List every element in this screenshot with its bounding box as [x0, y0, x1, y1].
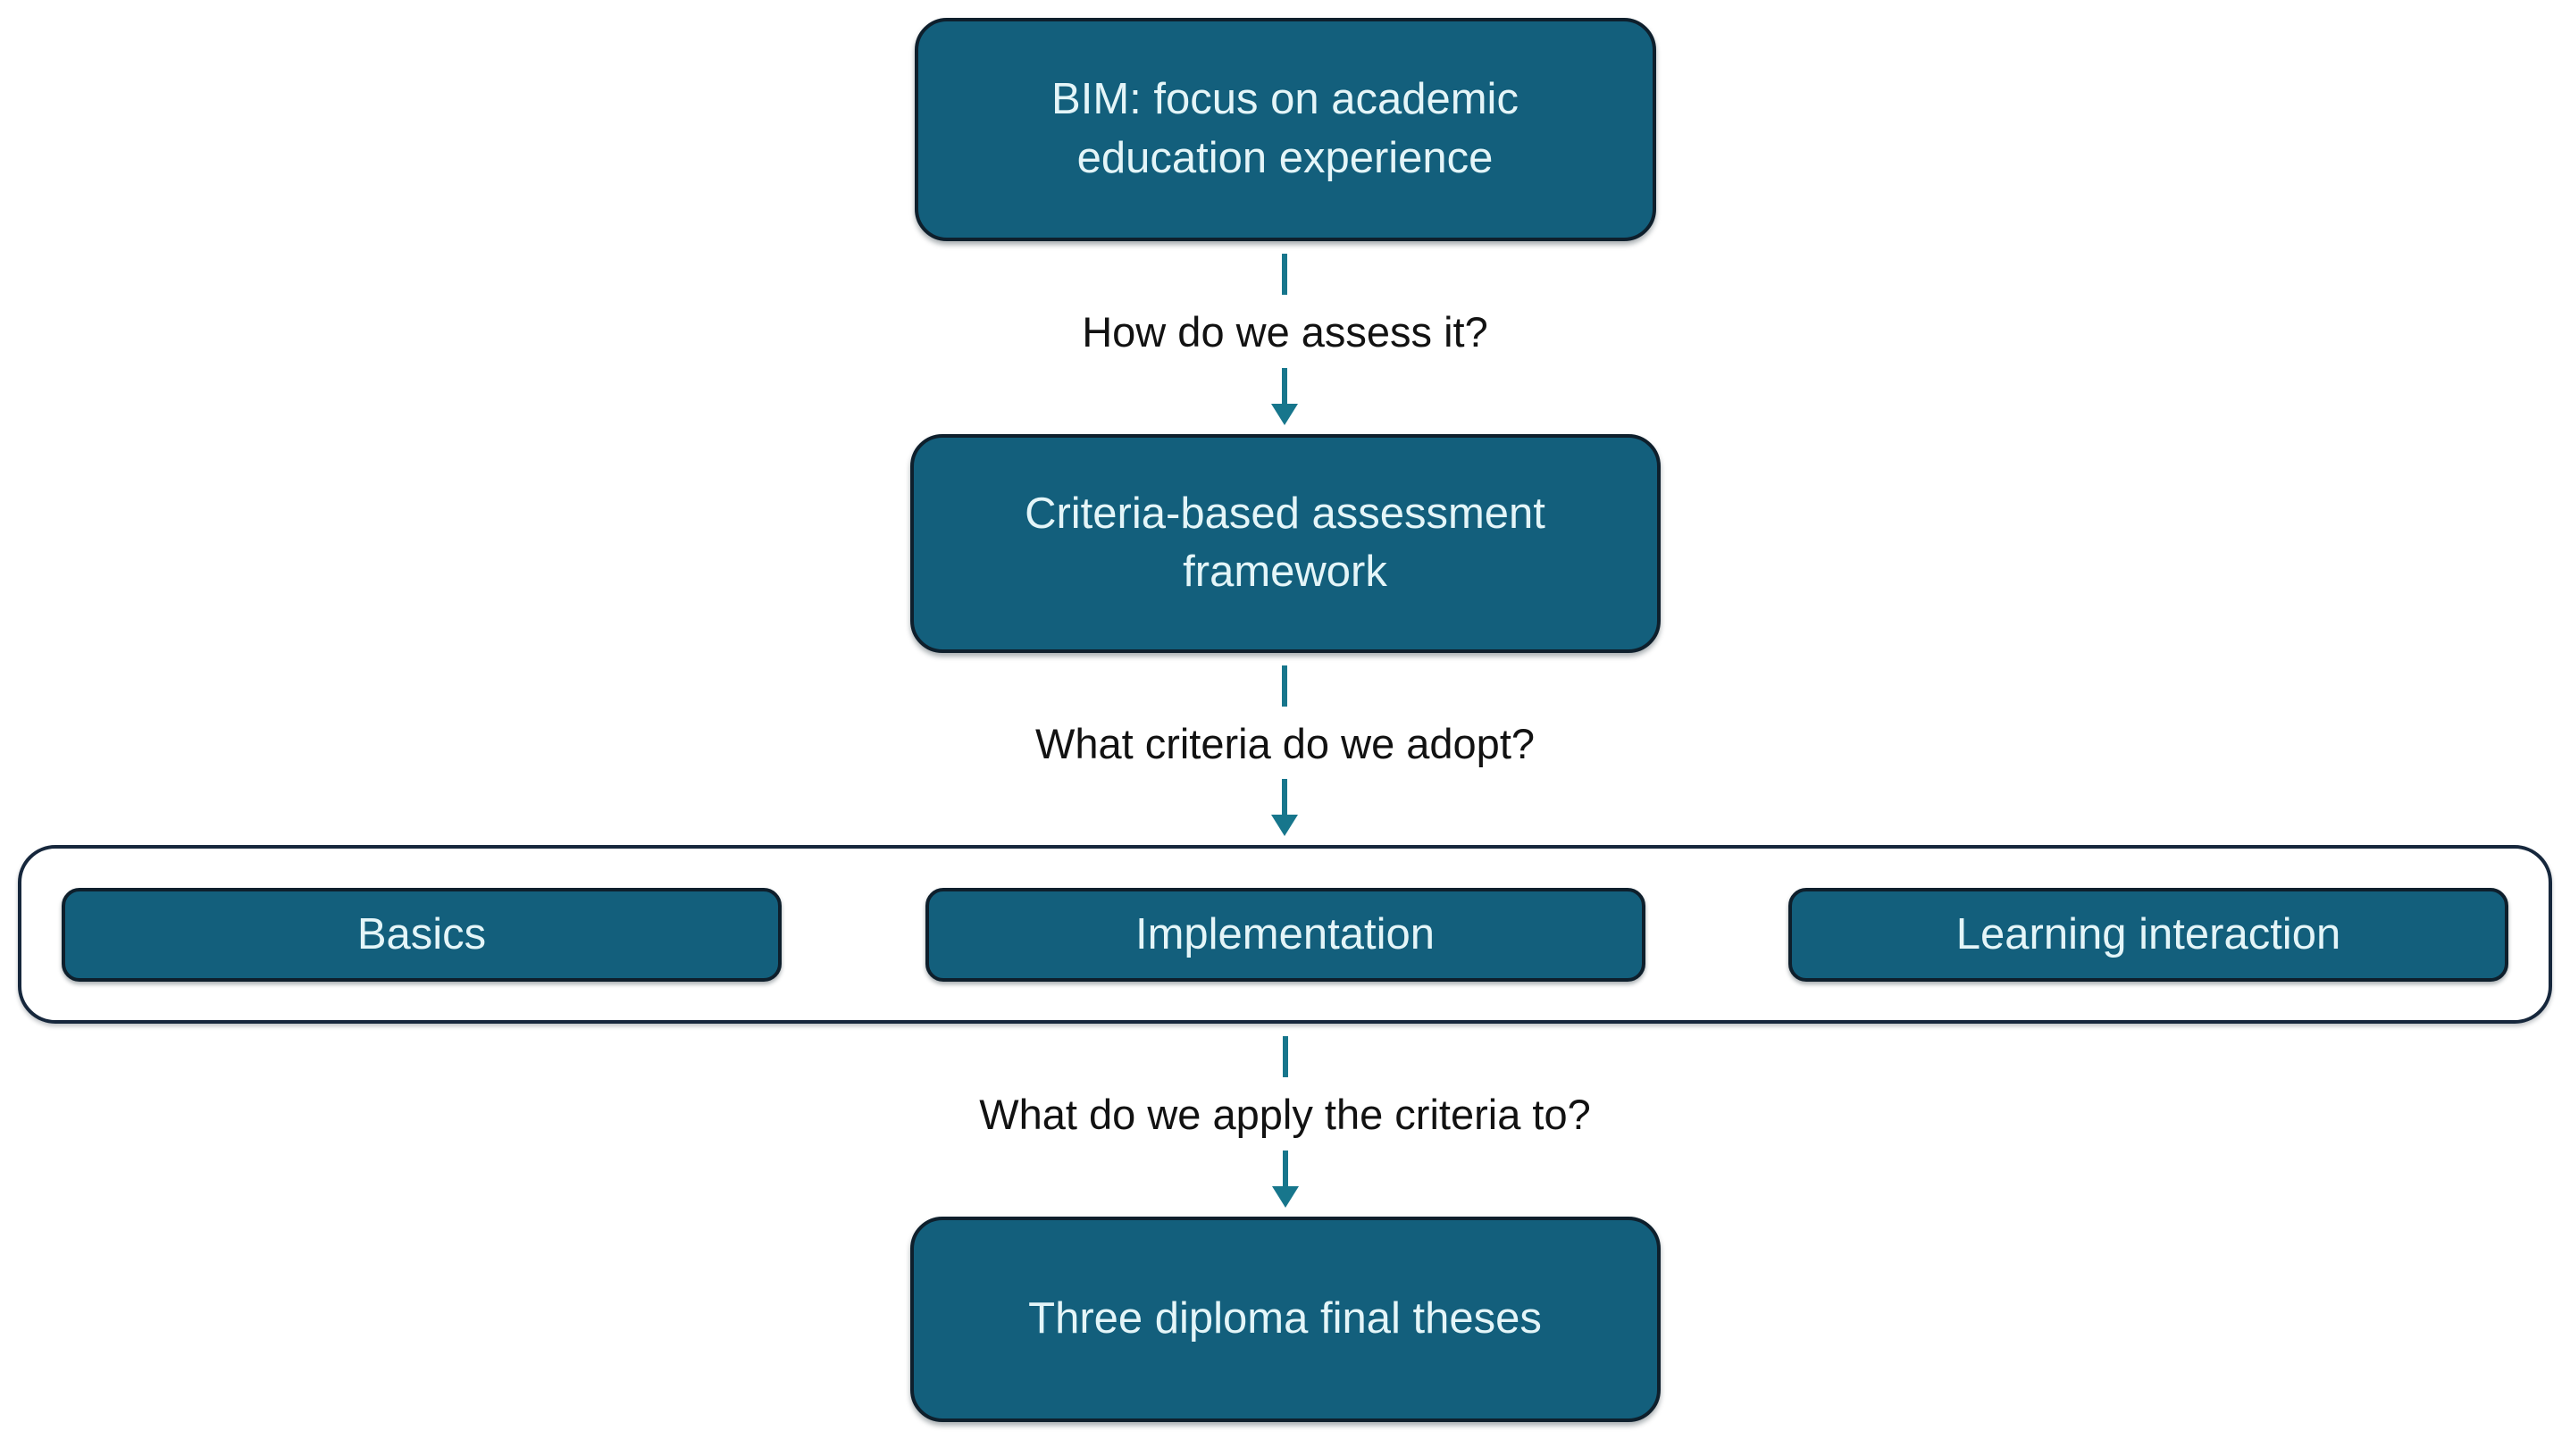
arrow-down-icon [1271, 1151, 1299, 1209]
connector-assess: How do we assess it? [1082, 241, 1488, 434]
connector-line [1282, 1036, 1288, 1078]
criteria-label: Basics [356, 910, 487, 959]
node-bim: BIM: focus on academic education experie… [914, 18, 1656, 241]
criteria-container: Basics Implementation Learning interacti… [18, 845, 2552, 1025]
criteria-node-learning-interaction: Learning interaction [1788, 887, 2508, 982]
connector-criteria: What criteria do we adopt? [1035, 653, 1535, 846]
node-bim-label: BIM: focus on academic education experie… [1051, 75, 1519, 182]
criteria-node-implementation: Implementation [925, 887, 1645, 982]
criteria-label: Learning interaction [1955, 910, 2341, 959]
node-framework-label: Criteria-based assessment framework [1025, 489, 1545, 597]
connector-line [1282, 665, 1288, 707]
arrow-down-icon [1271, 367, 1299, 425]
connector-question-label: What do we apply the criteria to? [979, 1091, 1591, 1139]
criteria-node-basics: Basics [62, 887, 782, 982]
connector-question-label: How do we assess it? [1082, 308, 1488, 356]
connector-apply: What do we apply the criteria to? [979, 1024, 1591, 1217]
connector-question-label: What criteria do we adopt? [1034, 719, 1536, 767]
node-framework: Criteria-based assessment framework [909, 433, 1661, 653]
arrow-down-icon [1271, 779, 1299, 837]
node-theses-label: Three diploma final theses [1028, 1294, 1542, 1343]
node-theses: Three diploma final theses [909, 1217, 1661, 1423]
connector-line [1282, 254, 1288, 295]
criteria-label: Implementation [1134, 910, 1435, 959]
